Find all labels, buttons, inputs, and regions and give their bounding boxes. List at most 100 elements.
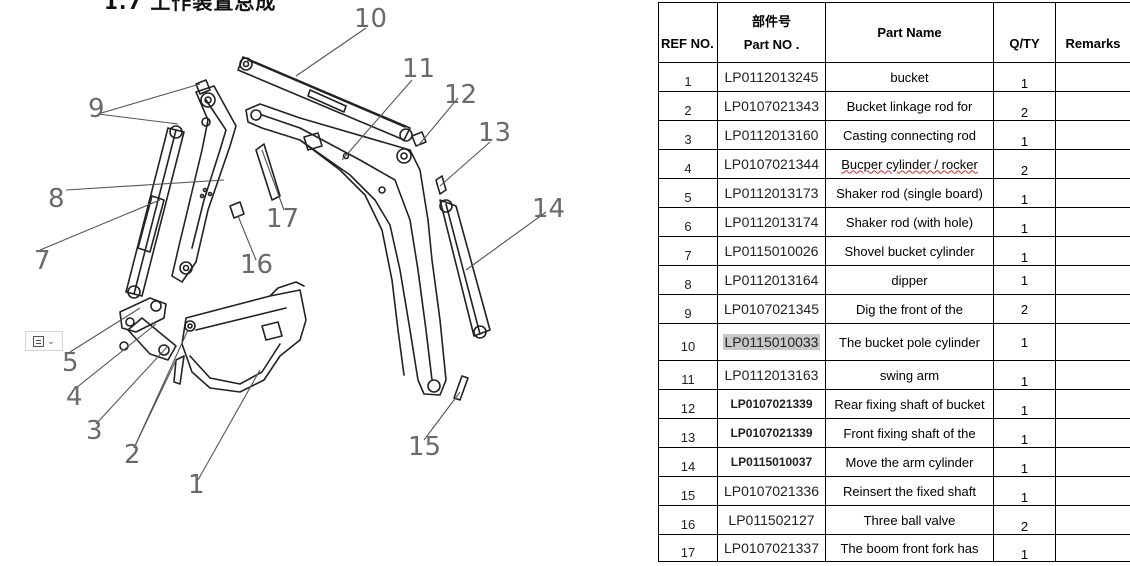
row-remarks (1055, 236, 1130, 266)
row-ref: 12 (680, 400, 696, 416)
row-part-name: Bucper cylinder / rocker (841, 156, 978, 172)
valve-16-drawing (229, 201, 245, 219)
row-qty: 1 (1020, 75, 1029, 91)
row-part-name: Reinsert the fixed shaft (825, 476, 994, 506)
row-qty: 1 (993, 323, 1056, 361)
row-part-no: LP0107021339 (717, 389, 826, 419)
row-part-name: Shovel bucket cylinder (825, 236, 994, 266)
row-ref: 11 (681, 371, 695, 387)
callout-15: 15 (408, 432, 442, 462)
row-qty: 1 (1020, 431, 1029, 447)
row-part-no: LP0107021336 (717, 476, 826, 506)
pin-2-drawing (173, 355, 185, 385)
table-row: 14 LP0115010037 Move the arm cylinder 1 (658, 447, 1130, 477)
row-remarks (1055, 149, 1130, 179)
page-title: 1.7 工作装置总成 (104, 0, 277, 14)
row-qty: 1 (1020, 460, 1029, 476)
row-ref: 15 (680, 487, 696, 503)
row-part-name: Shaker rod (with hole) (825, 207, 994, 237)
row-qty: 1 (1020, 546, 1029, 562)
row-remarks (1055, 207, 1130, 237)
row-remarks (1055, 447, 1130, 477)
row-part-no: LP0107021345 (717, 294, 826, 324)
table-row: 3 LP0112013160 Casting connecting rod 1 (658, 120, 1130, 150)
row-part-name: The bucket pole cylinder (825, 323, 994, 361)
row-part-no: LP0112013245 (717, 62, 826, 92)
bucket-cylinder-drawing (237, 56, 413, 142)
row-part-name: Three ball valve (825, 505, 994, 535)
row-ref: 13 (680, 429, 696, 445)
callout-9: 9 (88, 94, 105, 124)
row-ref: 4 (684, 160, 692, 176)
row-remarks (1055, 294, 1130, 324)
dipper-cylinder-drawing (125, 125, 185, 299)
header-ref-no: REF NO. (658, 2, 718, 63)
row-ref: 10 (680, 338, 696, 354)
row-qty: 1 (1020, 191, 1029, 207)
parts-table: REF NO. 部件号 Part NO . Part Name Q/TY Rem… (658, 2, 1130, 562)
row-qty: 2 (1020, 104, 1029, 120)
table-row: 12 LP0107021339 Rear fixing shaft of buc… (658, 389, 1130, 419)
callout-13: 13 (478, 118, 512, 148)
row-part-no: LP0115010026 (717, 236, 826, 266)
row-qty: 1 (1020, 402, 1029, 418)
callout-8: 8 (48, 184, 65, 214)
row-ref: 6 (684, 218, 692, 234)
callout-17: 17 (266, 204, 300, 234)
row-ref: 7 (684, 247, 692, 263)
callout-12: 12 (444, 80, 478, 110)
row-ref: 17 (680, 544, 696, 560)
row-remarks (1055, 62, 1130, 92)
row-part-name: Bucket linkage rod for (825, 91, 994, 121)
row-ref: 1 (684, 73, 692, 89)
callout-16: 16 (240, 250, 274, 280)
callout-14: 14 (532, 194, 566, 224)
pin-9-drawing (195, 79, 211, 95)
table-row: 4 LP0107021344 Bucper cylinder / rocker … (658, 149, 1130, 179)
row-part-no: LP0107021337 (717, 534, 826, 562)
row-qty: 1 (1020, 489, 1029, 505)
row-part-name: Rear fixing shaft of bucket (825, 389, 994, 419)
row-remarks (1055, 120, 1130, 150)
row-ref: 14 (680, 458, 696, 474)
pin-15-drawing (453, 375, 469, 401)
linkage-drawing (119, 297, 177, 361)
paste-options-button[interactable]: ⌄ (25, 331, 63, 351)
row-qty: 1 (1020, 220, 1029, 236)
boom-drawing (245, 103, 447, 396)
table-row: 7 LP0115010026 Shovel bucket cylinder 1 (658, 236, 1130, 266)
row-qty: 1 (1020, 133, 1029, 149)
boom-cylinder-drawing (435, 175, 491, 339)
table-row: 8 LP0112013164 dipper 1 (658, 265, 1130, 295)
row-part-name: Casting connecting rod (825, 120, 994, 150)
row-part-name: dipper (825, 265, 994, 295)
row-part-name: The boom front fork has (825, 534, 994, 562)
row-remarks (1055, 534, 1130, 562)
row-part-no-selected[interactable]: LP0115010033 (722, 334, 821, 350)
row-qty: 2 (1020, 518, 1029, 534)
callout-3: 3 (86, 416, 103, 446)
row-part-no: LP0112013173 (717, 178, 826, 208)
row-remarks (1055, 360, 1130, 390)
header-remarks: Remarks (1055, 2, 1130, 63)
row-remarks (1055, 265, 1130, 295)
row-remarks (1055, 505, 1130, 535)
row-part-no: LP0115010037 (717, 447, 826, 477)
row-part-no: LP0112013160 (717, 120, 826, 150)
callout-2: 2 (124, 440, 141, 470)
table-row: 1 LP0112013245 bucket 1 (658, 62, 1130, 92)
table-row: 17 LP0107021337 The boom front fork has … (658, 534, 1130, 562)
row-part-name: bucket (825, 62, 994, 92)
callout-7: 7 (34, 246, 51, 276)
table-row: 2 LP0107021343 Bucket linkage rod for 2 (658, 91, 1130, 121)
pin-12-drawing (411, 131, 427, 147)
row-part-name: Shaker rod (single board) (825, 178, 994, 208)
row-ref: 2 (684, 102, 692, 118)
row-remarks (1055, 389, 1130, 419)
row-part-no: LP0107021339 (717, 418, 826, 448)
row-part-no: LP0112013163 (717, 360, 826, 390)
exploded-diagram: 1.7 工作装置总成 (25, 0, 566, 498)
row-ref: 9 (684, 305, 692, 321)
row-ref: 5 (684, 189, 692, 205)
header-part-no-en: Part NO . (743, 36, 800, 52)
